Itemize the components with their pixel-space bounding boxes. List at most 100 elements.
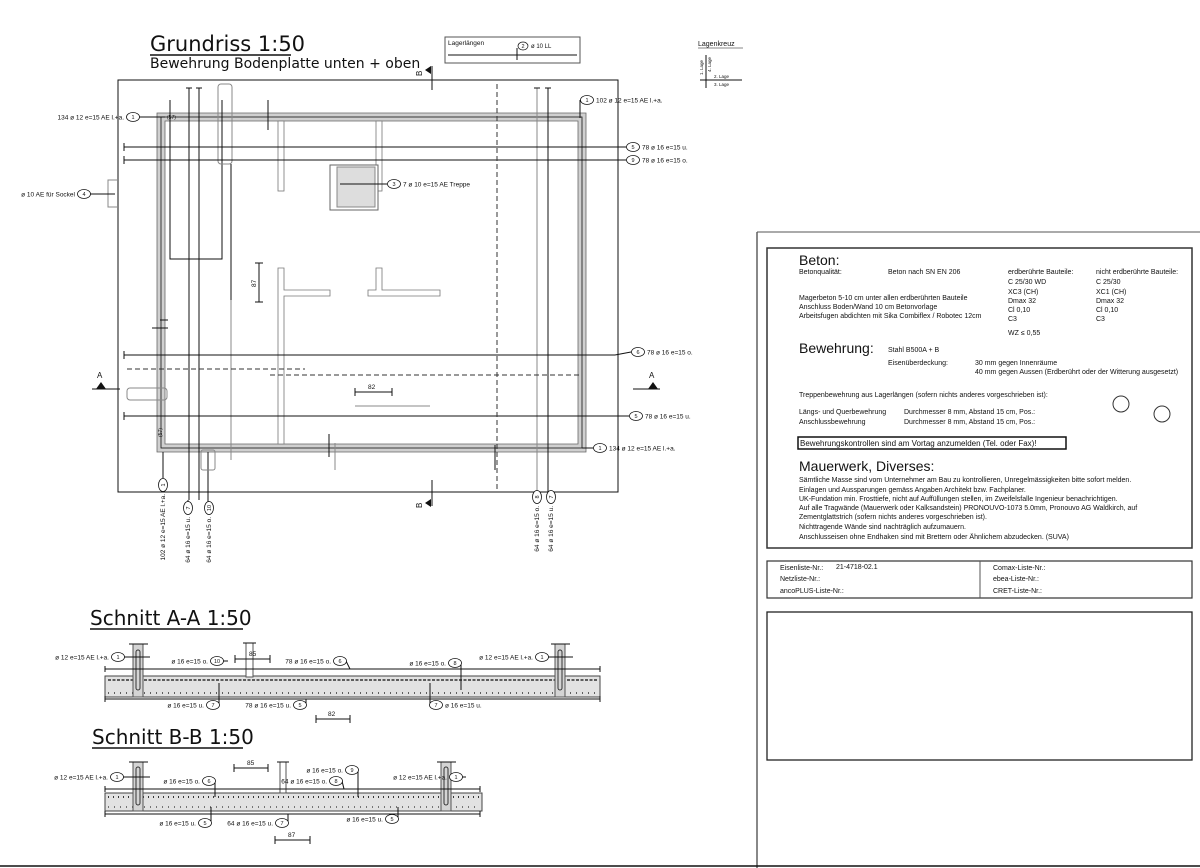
tag-57: (57) xyxy=(167,115,176,121)
rebar-callout: 864 ø 16 e=15 o. xyxy=(281,776,345,790)
rebar-callout: 7 64 ø 16 e=15 u. xyxy=(183,500,193,563)
dimension-85: 85 xyxy=(249,651,257,658)
svg-text:Stahl B500A + B: Stahl B500A + B xyxy=(888,347,940,354)
rebar-callout: 1ø 12 e=15 AE l.+a. xyxy=(54,772,150,782)
svg-text:Längs- und Querbewehrung: Längs- und Querbewehrung xyxy=(799,409,886,416)
position-number: 1 xyxy=(131,115,134,121)
section-aa-title: Schnitt A-A 1:50 xyxy=(90,606,252,630)
svg-text:3. Lage: 3. Lage xyxy=(714,82,730,87)
rebar-callout: 5ø 16 e=15 u. xyxy=(346,807,399,824)
svg-text:C3: C3 xyxy=(1008,316,1017,323)
callout-text: ø 16 e=15 o. xyxy=(409,660,446,667)
position-bubble xyxy=(206,700,220,710)
svg-text:C 25/30: C 25/30 xyxy=(1096,279,1121,286)
svg-text:Arbeitsfugen abdichten mit Sik: Arbeitsfugen abdichten mit Sika Combifle… xyxy=(799,313,982,320)
position-number: 5 xyxy=(631,145,634,151)
position-number: 1 xyxy=(161,483,167,486)
svg-text:Eisenüberdeckung:: Eisenüberdeckung: xyxy=(888,360,948,367)
position-number: 1 xyxy=(454,775,457,781)
svg-text:Durchmesser 8 mm, Abstand 15 c: Durchmesser 8 mm, Abstand 15 cm, Pos.: xyxy=(904,409,1035,416)
callout-text: 78 ø 16 e=15 o. xyxy=(642,157,688,164)
beton-heading: Beton: xyxy=(799,252,839,268)
section-bb-drawing: 85 87 xyxy=(104,760,483,844)
svg-text:Eisenliste-Nr.:: Eisenliste-Nr.: xyxy=(780,565,823,572)
callout-text: ø 16 e=15 u. xyxy=(445,702,482,709)
position-number: 8 xyxy=(535,495,541,498)
rebar-callout: 5ø 16 e=15 u. xyxy=(159,807,212,828)
position-bubble xyxy=(111,652,125,662)
svg-text:Sämtliche Masse sind vom Unter: Sämtliche Masse sind vom Unternehmer am … xyxy=(799,477,1131,484)
position-bubble xyxy=(629,411,643,421)
callout-text: ø 16 e=15 u. xyxy=(159,820,196,827)
position-number: 8 xyxy=(453,661,456,667)
floor-plan: (57) (57) 87 82 A A B xyxy=(92,79,660,508)
callout-text: ø 16 e=15 u. xyxy=(167,702,204,709)
plan-title: Grundriss 1:50 xyxy=(150,32,305,56)
rebar-callout: 8 ø 16 e=15 o. xyxy=(409,658,462,690)
kontrolle-notice: Bewehrungskontrollen sind am Vortag anzu… xyxy=(800,439,1037,448)
svg-text:Anschlussbewehrung: Anschlussbewehrung xyxy=(799,419,866,426)
position-bubble xyxy=(183,501,193,515)
svg-text:nicht erdberührte Bauteile:: nicht erdberührte Bauteile: xyxy=(1096,269,1178,276)
rebar-callout: 9ø 16 e=15 o. xyxy=(306,765,359,797)
lists-box: Eisenliste-Nr.: 21-4718-02.1 Netzliste-N… xyxy=(766,560,1193,599)
svg-text:Nichttragende Wände sind nacht: Nichttragende Wände sind nachträglich au… xyxy=(799,524,966,531)
callout-text: 64 ø 16 e=15 u. xyxy=(185,517,192,563)
position-number: 4 xyxy=(82,192,85,198)
svg-text:2: 2 xyxy=(521,44,524,50)
section-marker-b-bottom: B xyxy=(415,480,433,508)
svg-text:Comax-Liste-Nr.:: Comax-Liste-Nr.: xyxy=(993,565,1046,572)
rebar-callout: 10ø 16 e=15 o. xyxy=(171,656,228,666)
interior-wall-t xyxy=(367,267,441,297)
rebar-callout: 1ø 12 e=15 AE l.+a. xyxy=(55,652,150,662)
rebar-callout: 578 ø 16 e=15 u. xyxy=(245,699,307,710)
tag-57: (57) xyxy=(158,428,164,437)
svg-text:Einlagen und Aussparungen gemä: Einlagen und Aussparungen gemäss Angaben… xyxy=(799,487,1026,494)
svg-text:B: B xyxy=(415,71,424,76)
position-bubble xyxy=(158,478,168,492)
callout-text: ø 16 e=15 o. xyxy=(171,658,208,665)
position-bubble xyxy=(593,443,607,453)
position-bubble xyxy=(429,700,443,710)
position-number: 9 xyxy=(350,768,353,774)
position-bubble xyxy=(546,490,556,504)
position-number: 7 xyxy=(211,703,214,709)
position-bubble xyxy=(126,112,140,122)
rebar-callout: 864 ø 16 e=15 o. xyxy=(532,490,542,552)
callout-text: 7 ø 10 e=15 AE Treppe xyxy=(403,181,470,188)
svg-text:CRET-Liste-Nr.:: CRET-Liste-Nr.: xyxy=(993,588,1042,595)
svg-text:UK-Fundation min. Frosttiefe,: UK-Fundation min. Frosttiefe, nicht auf … xyxy=(799,496,1118,503)
lagenkreuz-legend: Lagenkreuz 1. Lage 4. Lage 2. Lage 3. La… xyxy=(698,41,743,88)
svg-text:Anschluss Boden/Wand 10 cm Bet: Anschluss Boden/Wand 10 cm Betonvorlage xyxy=(799,304,937,311)
svg-text:1. Lage: 1. Lage xyxy=(699,59,704,75)
mauerwerk-heading: Mauerwerk, Diverses: xyxy=(799,458,934,474)
position-number: 9 xyxy=(631,158,634,164)
svg-text:WZ ≤ 0,55: WZ ≤ 0,55 xyxy=(1008,330,1040,337)
callout-text: 64 ø 16 e=15 o. xyxy=(206,517,213,563)
position-bubble xyxy=(204,501,214,515)
position-bubble xyxy=(293,700,307,710)
callout-text: 102 ø 12 e=15 AE l.+a. xyxy=(596,97,663,104)
svg-text:Betonqualität:: Betonqualität: xyxy=(799,269,842,276)
position-number: 7 xyxy=(186,506,192,509)
svg-text:Dmax 32: Dmax 32 xyxy=(1008,298,1036,305)
callout-text: ø 16 e=15 o. xyxy=(163,778,200,785)
svg-text:2. Lage: 2. Lage xyxy=(714,74,730,79)
position-number: 1 xyxy=(540,655,543,661)
rebar-callout: 1ø 12 e=15 AE l.+a. xyxy=(479,652,573,662)
interior-wall xyxy=(375,120,383,192)
svg-text:XC1 (CH): XC1 (CH) xyxy=(1096,289,1126,296)
rebar-callout: 678 ø 16 e=15 o. xyxy=(285,656,351,670)
position-bubble xyxy=(532,490,542,504)
callout-text: 78 ø 16 e=15 u. xyxy=(645,413,691,420)
position-bubble xyxy=(329,776,343,786)
callout-text: ø 12 e=15 AE l.+a. xyxy=(55,654,109,661)
position-bubble xyxy=(202,776,216,786)
svg-text:82: 82 xyxy=(368,384,376,391)
